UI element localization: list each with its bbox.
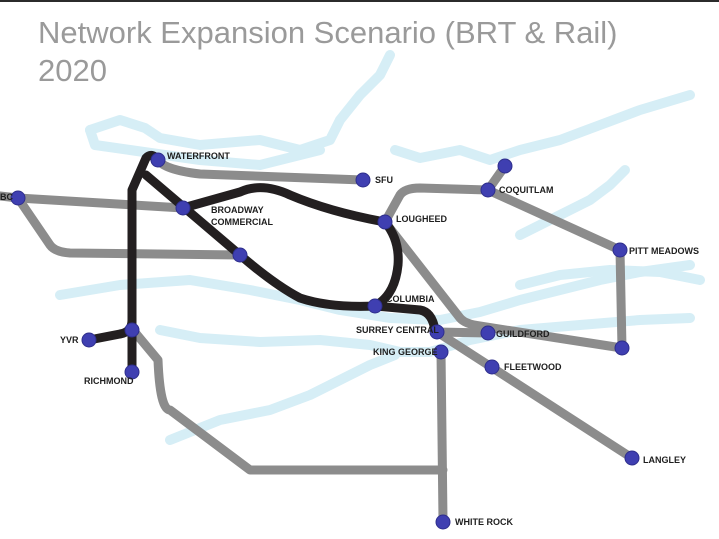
waterway-pitt-river [515,165,630,240]
waterway-fraser-main [155,313,695,357]
station-ubc [10,190,26,206]
station-pitt-meadows [612,242,628,258]
station-south-vancouver [232,247,248,263]
waterway-indian-arm [390,90,695,165]
station-lougheed [377,214,393,230]
waterway-burrard-inlet [85,50,395,155]
label-guildford: GUILDFORD [496,329,550,339]
brt-line-lougheed-east [380,217,627,353]
label-white-rock: WHITE ROCK [455,517,513,527]
labels-layer: BC WATERFRONT SFU BROADWAY COMMERCIAL LO… [0,151,699,527]
label-fleetwood: FLEETWOOD [504,362,562,372]
station-fleetwood [484,359,500,375]
brt-line-king-george-white-rock [436,347,448,525]
station-king-george [433,344,449,360]
rail-line-expo [141,170,440,335]
station-broadway-commercial [175,200,191,216]
brt-line-surrey-langley [432,327,637,463]
label-langley: LANGLEY [643,455,686,465]
waterway-harbour [85,125,325,170]
station-white-rock [435,514,451,530]
station-yvr [81,332,97,348]
label-ubc: BC [0,192,13,202]
label-pitt-meadows: PITT MEADOWS [629,246,699,256]
station-coquitlam [480,182,496,198]
station-guildford [480,325,496,341]
waterway-fraser-north-arm [55,260,695,325]
label-sfu: SFU [375,175,393,185]
station-langley [624,450,640,466]
water-layer [55,50,705,445]
brt-line-lougheed-coquitlam [380,161,510,227]
label-commercial: COMMERCIAL [211,217,273,227]
brt-line-ubc-south [13,193,245,260]
slide-title: Network Expansion Scenario (BRT & Rail) … [38,15,618,88]
label-waterfront: WATERFRONT [167,151,230,161]
station-columbia [367,298,383,314]
label-lougheed: LOUGHEED [396,214,448,224]
station-maple-ridge [614,340,630,356]
station-waterfront [150,152,166,168]
label-yvr: YVR [60,335,79,345]
label-surrey-central: SURREY CENTRAL [356,325,439,335]
top-rule [0,0,719,2]
brt-line-richmond-south [128,325,448,475]
stations-layer [10,152,640,530]
label-broadway: BROADWAY [211,205,264,215]
label-columbia: COLUMBIA [386,294,435,304]
station-surrey-central [429,324,445,340]
station-richmond [124,364,140,380]
label-king-george: KING GEORGE [373,347,438,357]
station-bridgeport [124,322,140,338]
label-coquitlam: COQUITLAM [499,185,554,195]
station-sfu [355,172,371,188]
waterway-fraser-south [165,350,400,445]
label-richmond: RICHMOND [84,376,134,386]
station-coquitlam-north [497,158,513,174]
waterway-fraser-east [515,265,705,290]
